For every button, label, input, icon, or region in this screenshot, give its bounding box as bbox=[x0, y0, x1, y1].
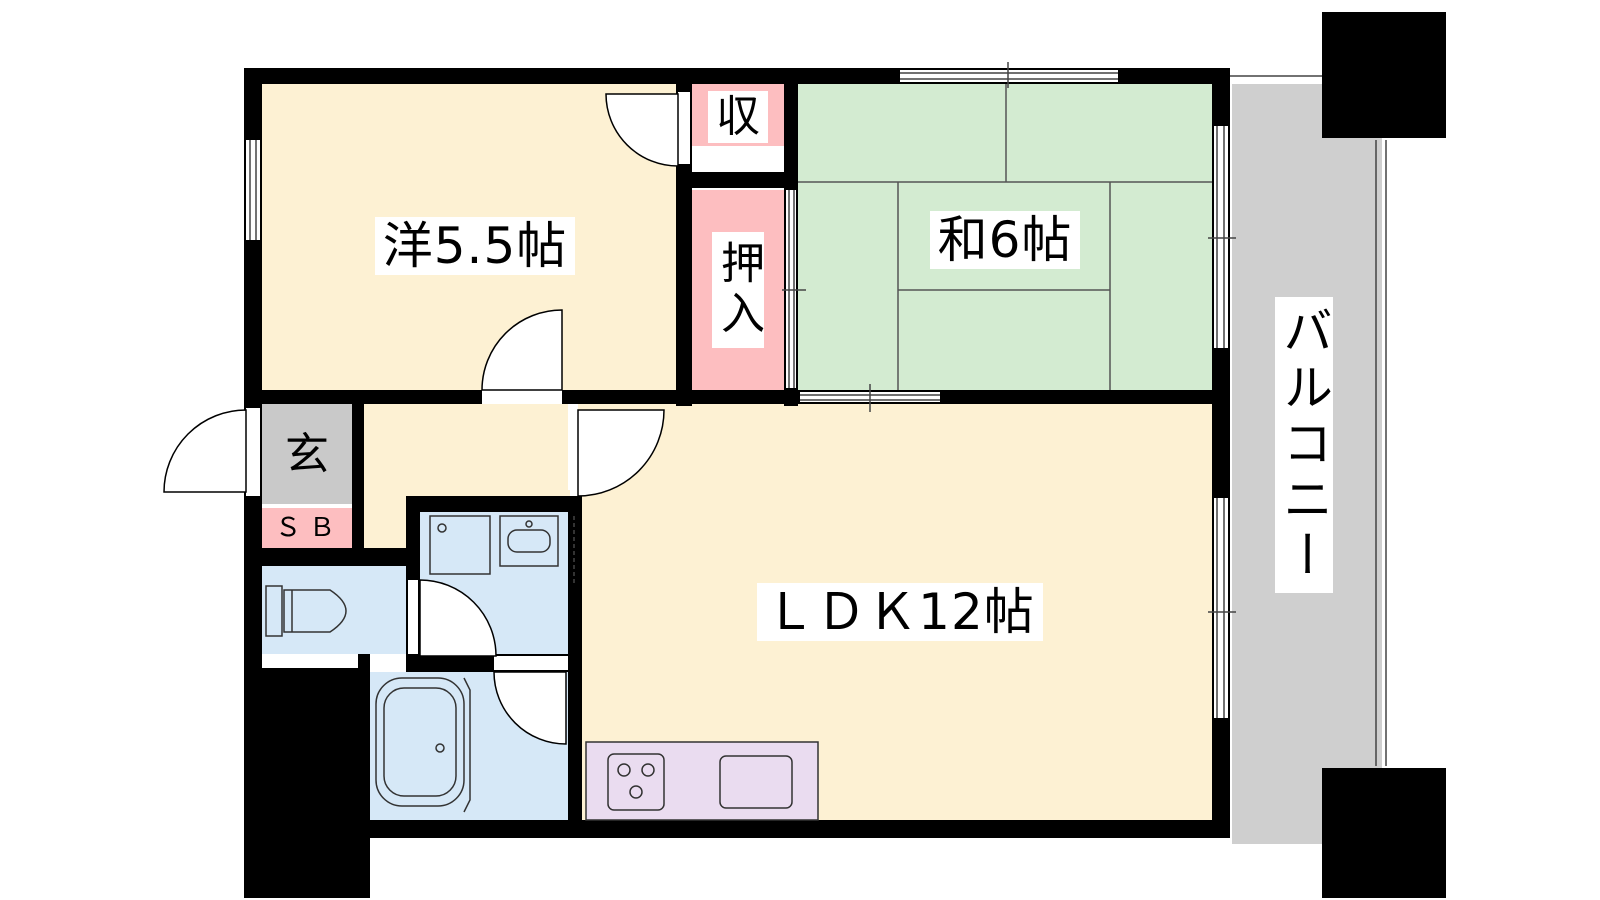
door-storage-gap bbox=[678, 92, 690, 164]
wall-corner-block bbox=[244, 668, 370, 898]
wall-washroom-top bbox=[406, 496, 578, 512]
kitchen bbox=[585, 741, 819, 821]
wall-toilet-top bbox=[262, 548, 406, 566]
bathtub bbox=[375, 677, 465, 807]
fixtures bbox=[265, 515, 559, 813]
bath-drain-icon bbox=[435, 743, 445, 753]
balcony-label: バルコニー bbox=[1264, 297, 1344, 593]
storage-label: 収 bbox=[692, 90, 784, 144]
western-room-label: 洋5.5帖 bbox=[340, 206, 610, 286]
drain-icon bbox=[437, 523, 447, 533]
bathtub-inner bbox=[383, 687, 457, 797]
western-room-text: 洋5.5帖 bbox=[374, 217, 576, 275]
door-swing-bath bbox=[493, 671, 567, 745]
storage-text: 収 bbox=[708, 91, 768, 143]
shoe-box-label: ＳＢ bbox=[266, 510, 352, 546]
entrance-text: 玄 bbox=[285, 429, 329, 480]
door-swing-entrance bbox=[163, 409, 247, 493]
sliding-closet-gap bbox=[786, 190, 796, 388]
sink-icon bbox=[719, 755, 793, 809]
ldk-text: ＬＤＫ12帖 bbox=[757, 583, 1043, 641]
wall-middle-horizontal bbox=[262, 390, 1212, 404]
toilet-tank bbox=[265, 585, 283, 637]
closet-label: 押入 bbox=[708, 220, 768, 360]
entrance-fill bbox=[262, 404, 352, 504]
window-japanese-east bbox=[1214, 126, 1228, 348]
ldk-label: ＬＤＫ12帖 bbox=[730, 570, 1070, 654]
kitchen-counter bbox=[585, 741, 819, 821]
wash-basin-bowl bbox=[507, 529, 551, 553]
window-lines bbox=[249, 62, 1387, 766]
door-entrance-gap bbox=[246, 408, 260, 496]
window-japanese-top bbox=[900, 70, 1118, 82]
wall-storage-divider bbox=[692, 172, 798, 188]
wall-entrance-east bbox=[352, 404, 364, 548]
door-bath-gap bbox=[494, 656, 568, 670]
faucet-icon bbox=[525, 520, 533, 528]
balcony-pillar-bottom bbox=[1322, 768, 1446, 898]
door-swing-western bbox=[481, 309, 563, 391]
japanese-room-text: 和6帖 bbox=[929, 211, 1081, 269]
window-western bbox=[246, 140, 260, 240]
balcony-text: バルコニー bbox=[1275, 297, 1333, 593]
stove-icon bbox=[607, 753, 665, 811]
burner-icon bbox=[629, 785, 643, 799]
closet-text: 押入 bbox=[712, 232, 764, 348]
japanese-room-label: 和6帖 bbox=[880, 200, 1130, 280]
tatami-lines bbox=[798, 84, 1212, 390]
burner-icon bbox=[617, 763, 631, 777]
burner-icon bbox=[641, 763, 655, 777]
door-swing-storage bbox=[605, 93, 679, 167]
window-ldk-east bbox=[1214, 498, 1228, 718]
bath-step bbox=[463, 677, 471, 813]
washing-machine-pan bbox=[429, 515, 491, 575]
entrance-label: 玄 bbox=[262, 420, 352, 490]
toilet-floor bbox=[262, 566, 406, 654]
door-western-gap bbox=[482, 390, 562, 404]
wash-basin bbox=[499, 515, 559, 567]
shoe-box-text: ＳＢ bbox=[274, 513, 343, 543]
door-toilet-gap bbox=[408, 580, 418, 654]
shoe-box-fill bbox=[262, 508, 352, 548]
door-swings bbox=[163, 93, 679, 745]
toilet-seat bbox=[283, 589, 347, 633]
wall-western-east bbox=[676, 84, 692, 406]
door-ldk-gap bbox=[568, 404, 578, 490]
door-swing-ldk bbox=[577, 409, 665, 497]
wall-bottom bbox=[262, 820, 1230, 838]
door-swing-toilet bbox=[419, 579, 497, 657]
balcony-pillar-top bbox=[1322, 12, 1446, 138]
